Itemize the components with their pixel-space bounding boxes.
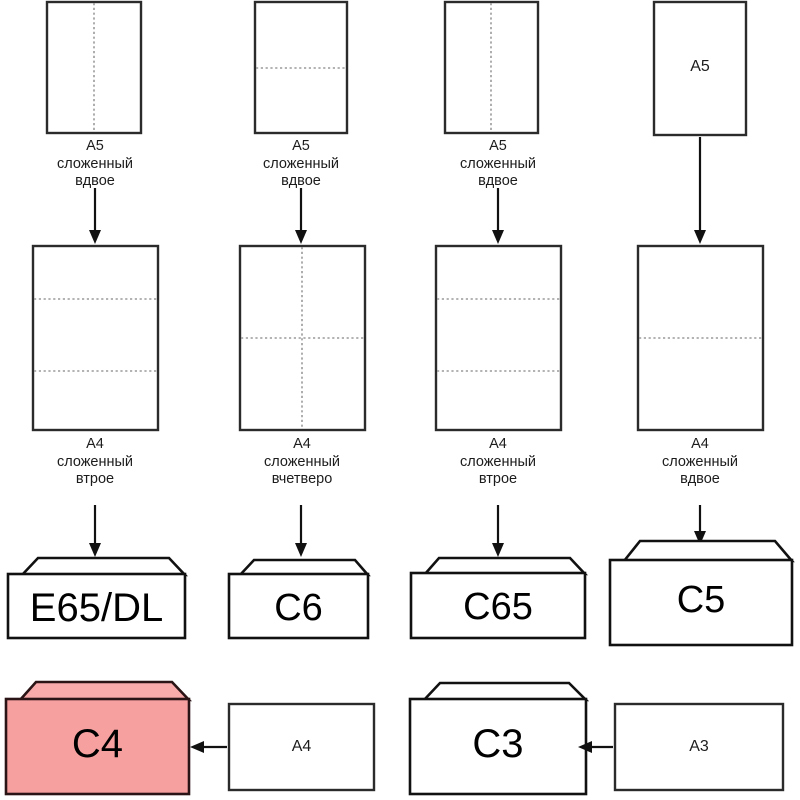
- row2-col4-sheet: [636, 244, 765, 432]
- row1-col4-sheet-group: [652, 0, 748, 137]
- envelope-e65dl-body: [6, 572, 187, 640]
- arrow-row2-col2-to-envelope: [295, 505, 307, 557]
- arrow-row2-col1-to-envelope: [89, 505, 101, 557]
- envelope-c5-label: C5: [676, 579, 726, 621]
- row2-col2-sheet-group: [238, 244, 367, 432]
- row1-col3-caption: A5 сложенный вдвое: [459, 138, 537, 189]
- arrow-row2-col4-to-envelope: [694, 505, 706, 545]
- envelope-e65dl[interactable]: [6, 556, 189, 640]
- row4-a4-sheet-label: A4: [291, 738, 312, 755]
- row4-a3-sheet: [613, 702, 785, 792]
- row2-col3-sheet: [434, 244, 563, 432]
- envelope-c3-label: C3: [472, 722, 524, 766]
- arrow-row1-col2-to-row2: [295, 188, 307, 244]
- arrow-row1-col1-to-row2: [89, 188, 101, 244]
- row2-col4-sheet-group: [636, 244, 765, 432]
- envelope-c65-label: C65: [463, 586, 533, 628]
- envelope-c65[interactable]: [409, 556, 589, 640]
- envelope-c4-flap: [17, 680, 193, 702]
- row2-col3-caption: A4 сложенный втрое: [459, 436, 537, 487]
- envelope-c6-label: C6: [274, 587, 323, 629]
- row2-col2-caption: A4 сложенный вчетверо: [263, 436, 341, 487]
- envelope-c6[interactable]: [227, 558, 371, 640]
- row1-col4-sheet: [652, 0, 748, 137]
- row1-col1-caption: A5 сложенный вдвое: [56, 138, 134, 189]
- row2-col3-sheet-group: [434, 244, 563, 432]
- row1-col2-caption: A5 сложенный вдвое: [262, 138, 340, 189]
- envelope-e65dl-label: E65/DL: [29, 586, 164, 630]
- row1-col3-sheet-group: [443, 0, 540, 135]
- row1-col1-sheet-group: [45, 0, 143, 135]
- envelope-c5-flap: [621, 539, 795, 563]
- row2-col1-sheet: [31, 244, 160, 432]
- envelope-e65dl-flap: [18, 556, 189, 577]
- row4-a4-sheet: [227, 702, 376, 792]
- arrow-row1-col4-to-row2: [694, 137, 706, 244]
- row2-col4-caption: A4 сложенный вдвое: [661, 436, 739, 487]
- arrow-row1-col3-to-row2: [492, 188, 504, 244]
- row2-col1-sheet-group: [31, 244, 160, 432]
- arrow-a4-to-c4: [190, 741, 227, 753]
- envelope-c4-body: [4, 697, 191, 796]
- envelope-c6-body: [227, 572, 370, 640]
- envelope-c5[interactable]: [608, 539, 795, 647]
- envelope-c3-flap: [420, 681, 590, 702]
- row2-col1-caption: A4 сложенный втрое: [56, 436, 134, 487]
- arrow-row2-col3-to-envelope: [492, 505, 504, 557]
- row4-a3-sheet-label: A3: [689, 738, 709, 755]
- envelope-c4[interactable]: [4, 680, 193, 796]
- row1-col4-sheet-label: A5: [690, 58, 710, 75]
- row1-col2-sheet-group: [253, 0, 349, 135]
- envelope-c5-body: [608, 558, 794, 647]
- arrow-a3-to-c3: [578, 741, 613, 753]
- envelope-c4-label: C4: [71, 722, 124, 766]
- envelope-c65-flap: [422, 556, 589, 576]
- envelope-c65-body: [409, 571, 587, 640]
